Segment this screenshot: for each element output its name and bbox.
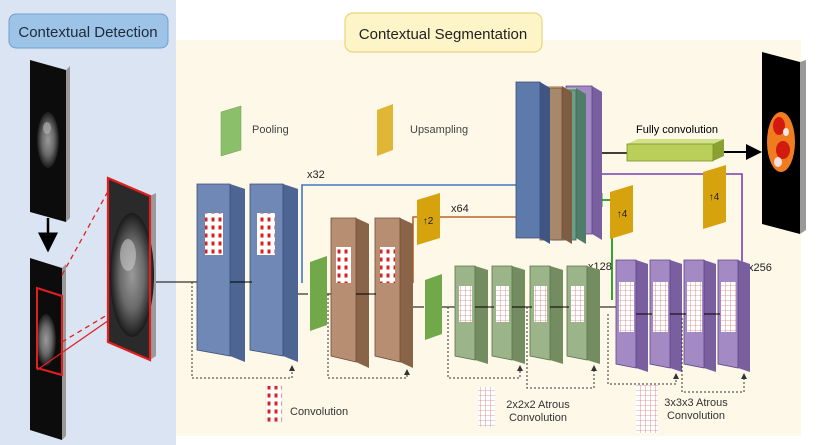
atrous2-block-3	[529, 265, 563, 364]
pooling-layer-2	[425, 274, 442, 340]
atrous3-block-1	[615, 259, 648, 372]
atrous2-block-4	[566, 265, 600, 364]
pooling-layer-1	[310, 256, 327, 331]
conv-block-blue-2	[249, 183, 298, 362]
mri-slice-bottom	[30, 258, 66, 440]
legend-atrous3-line1: 3x3x3 Atrous	[664, 397, 728, 409]
legend-atrous3-line2: Convolution	[667, 410, 725, 422]
upsample-x4-a: ↑4	[610, 185, 633, 239]
segmentation-title-box: Contextual Segmentation	[344, 12, 543, 53]
conv-block-blue-1	[196, 183, 245, 362]
segmentation-title: Contextual Segmentation	[359, 26, 527, 43]
legend-upsampling-label: Upsampling	[410, 124, 468, 136]
zoomed-roi	[36, 176, 156, 371]
legend-atrous2-line2: Convolution	[509, 412, 567, 424]
fully-convolution-label: Fully convolution	[636, 124, 718, 136]
roi-box	[36, 286, 63, 377]
legend-atrous3: 3x3x3 Atrous Convolution	[636, 385, 728, 433]
legend-atrous2-line1: 2x2x2 Atrous	[506, 399, 570, 411]
legend-convolution-label: Convolution	[290, 406, 348, 418]
residual-connections	[191, 282, 747, 393]
mri-slice-top	[30, 60, 70, 222]
skip-connection-x32	[301, 178, 530, 283]
upsample-x2: ↑2	[417, 193, 440, 245]
atrous3-block-3	[683, 259, 716, 372]
conv-block-brown-1	[330, 217, 369, 368]
detection-title: Contextual Detection	[18, 24, 157, 41]
legend-upsampling: Upsampling	[377, 104, 468, 156]
legend-pooling: Pooling	[220, 105, 289, 157]
atrous3-block-4	[717, 259, 750, 372]
label-up4-a: ↑4	[617, 209, 628, 220]
skip-connection-x256	[588, 167, 743, 282]
label-up4-b: ↑4	[709, 192, 720, 203]
atrous2-block-1	[454, 265, 488, 364]
fully-convolution-layer	[626, 139, 724, 162]
legend-atrous2: 2x2x2 Atrous Convolution	[478, 387, 570, 427]
conv-block-brown-2	[374, 217, 413, 368]
label-x64: x64	[451, 203, 469, 215]
label-x256: x256	[748, 262, 772, 274]
label-x32: x32	[307, 169, 325, 181]
upsample-x4-b: ↑4	[703, 165, 726, 229]
detection-title-box: Contextual Detection	[8, 13, 169, 49]
legend-pooling-label: Pooling	[252, 124, 289, 136]
upsampling-icon	[377, 104, 393, 156]
atrous2-block-2	[491, 265, 525, 364]
concatenated-feature-maps	[515, 81, 602, 244]
atrous3-block-2	[649, 259, 682, 372]
pooling-icon	[220, 105, 242, 157]
label-up2: ↑2	[423, 216, 434, 227]
legend-convolution: Convolution	[265, 385, 348, 423]
segmentation-output	[762, 52, 806, 234]
